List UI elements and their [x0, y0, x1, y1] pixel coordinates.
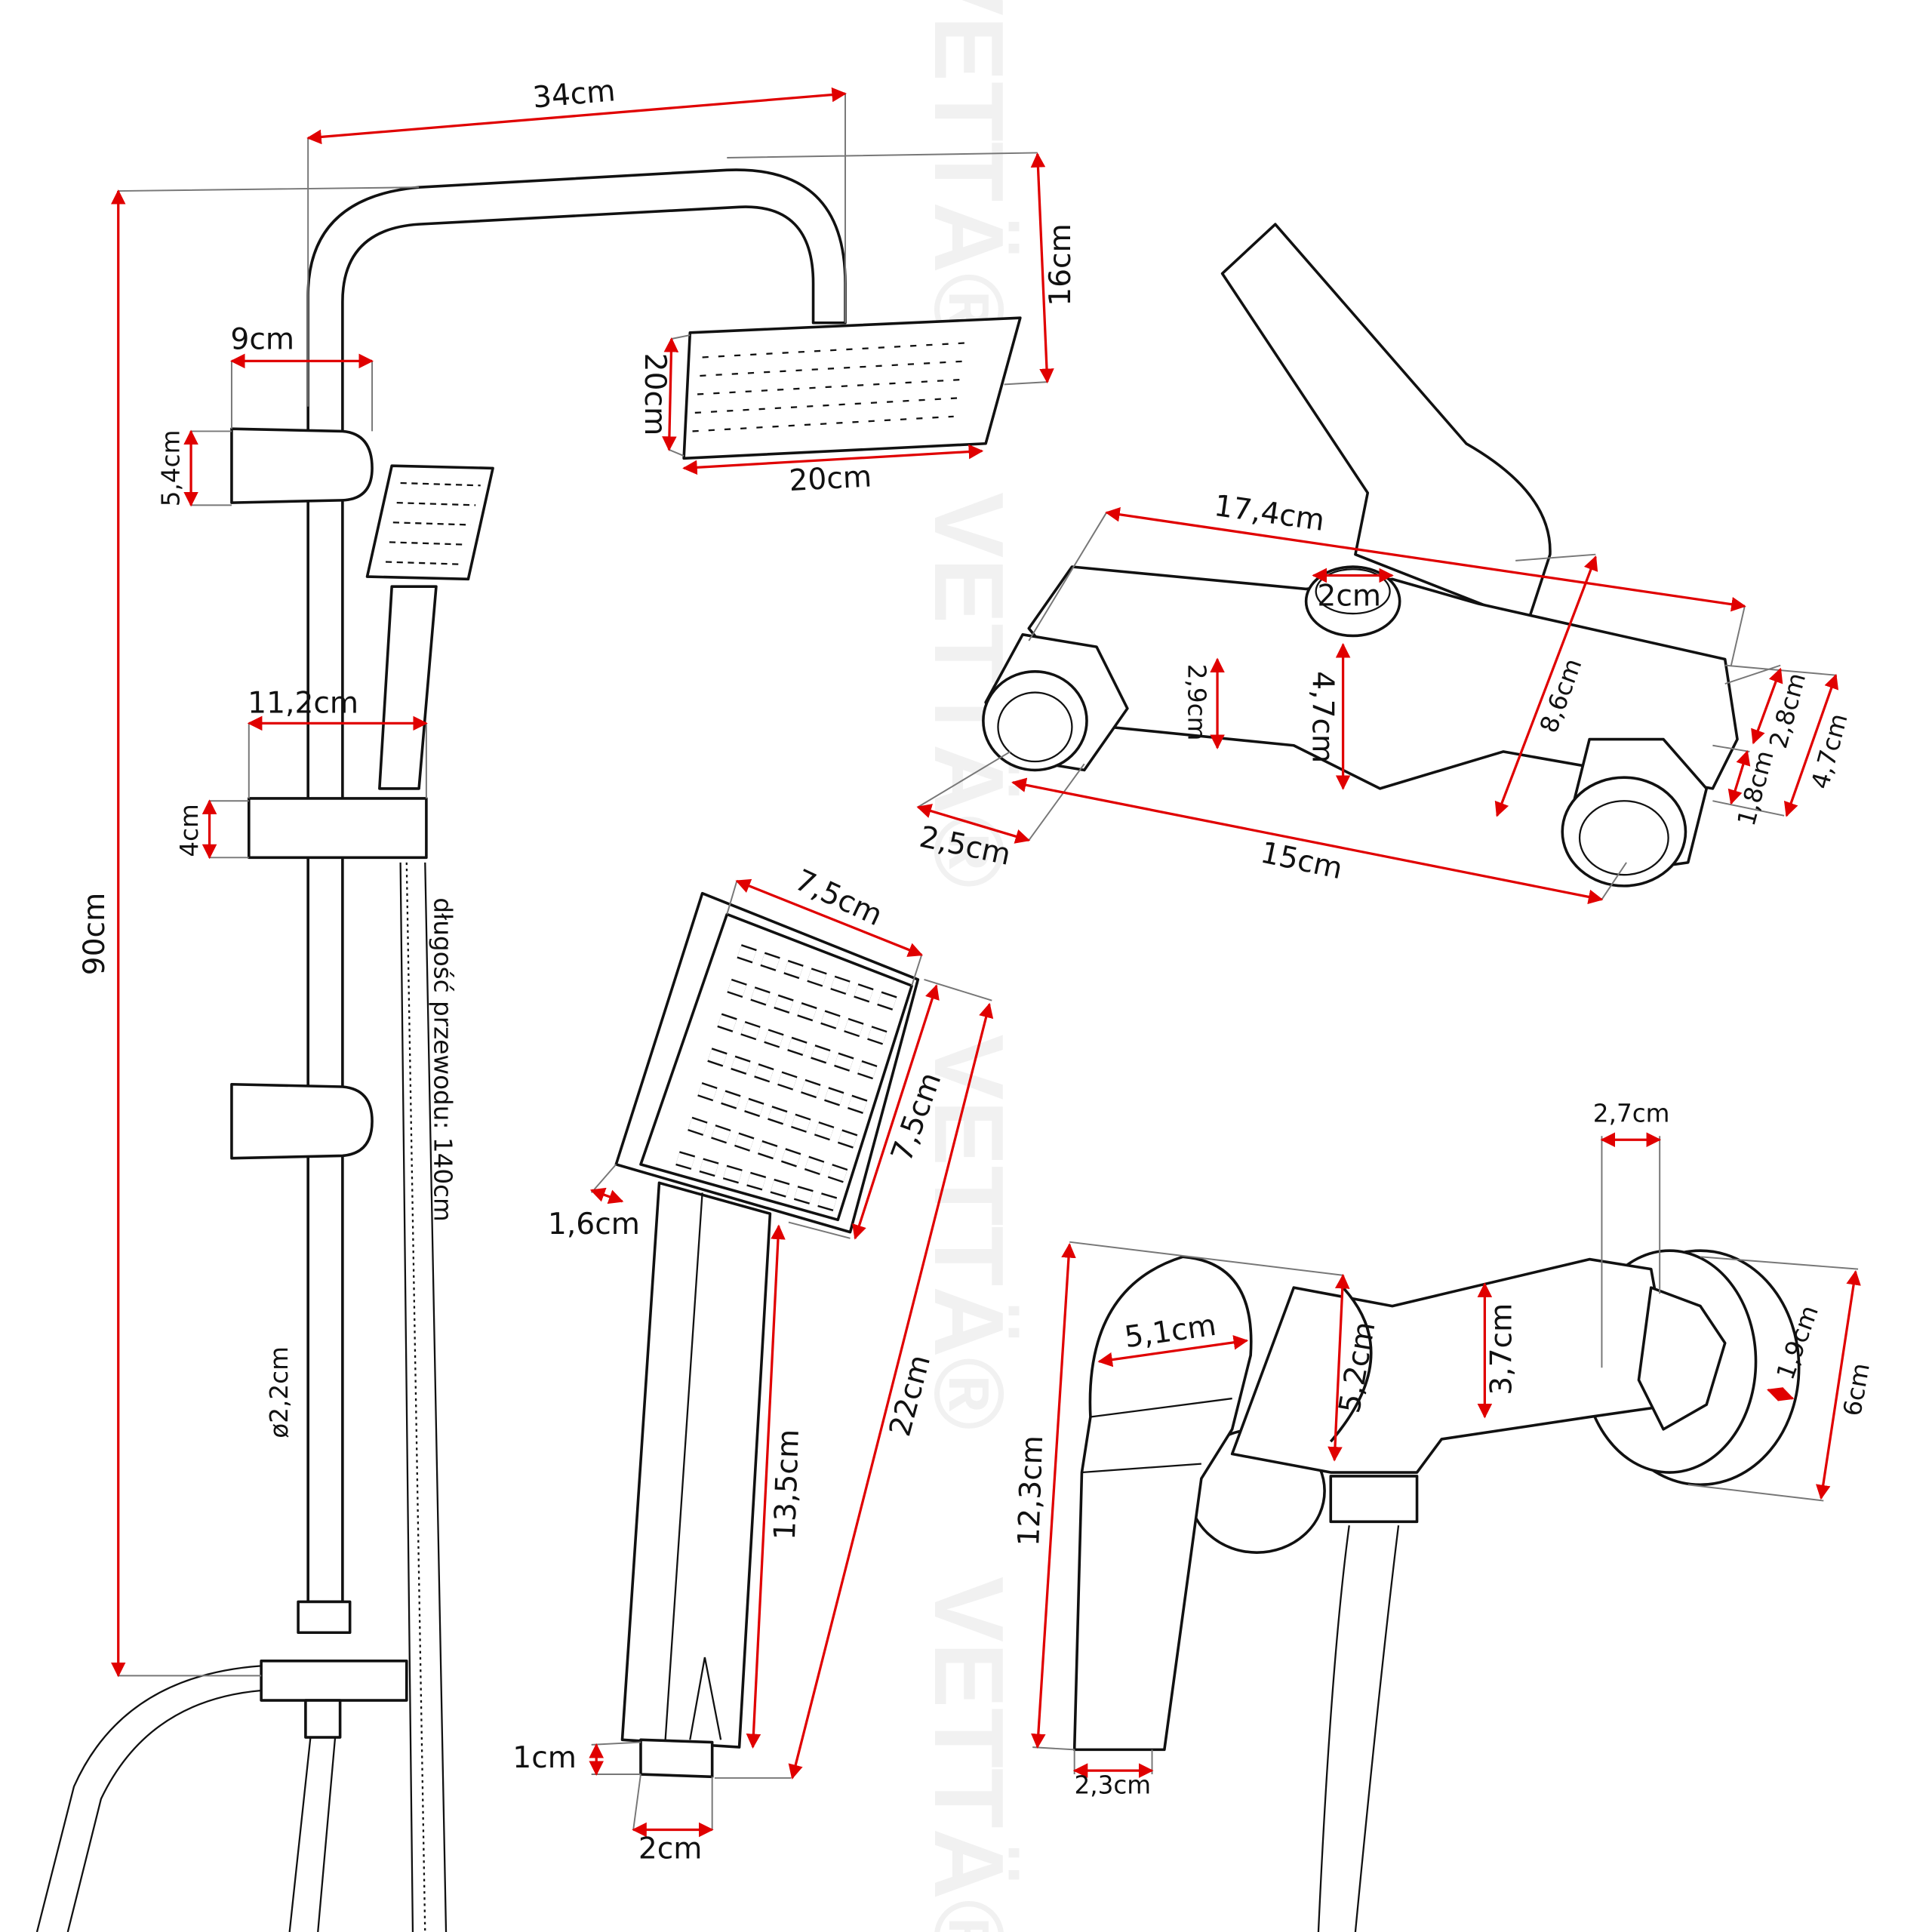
- dim-mixer-side-a: 2,8cm: [1764, 670, 1811, 752]
- dim-lever-length: 12,3cm: [1012, 1435, 1050, 1546]
- dim-flange-offset: 2,7cm: [1593, 1100, 1670, 1128]
- dim-hand-thread-length: 1cm: [512, 1741, 577, 1775]
- mixer-front-drawing: [1072, 1249, 1801, 1932]
- hose-length-label: długość przewodu: 140cm: [428, 897, 457, 1222]
- hand-shower-drawing: [614, 891, 920, 1779]
- dim-mixer-body-height: 2,9cm: [1183, 664, 1211, 741]
- shower-column-drawing: [35, 168, 1022, 1932]
- svg-text:VETTÄ®: VETTÄ®: [914, 1577, 1024, 1932]
- dim-mixer-side-c: 1,8cm: [1732, 747, 1780, 829]
- dim-mixer-outlet-height: 4,7cm: [1306, 671, 1340, 763]
- dim-head-drop: 16cm: [1044, 223, 1078, 306]
- dim-hand-handle-length: 13,5cm: [768, 1429, 806, 1540]
- dim-flange-diameter: 6cm: [1838, 1361, 1875, 1418]
- dim-holder-depth: 9cm: [230, 323, 294, 357]
- dim-hand-thread-diameter: 2cm: [638, 1832, 703, 1866]
- dim-body-height: 3,7cm: [1484, 1303, 1518, 1395]
- mixer-top-drawing: [982, 223, 1739, 888]
- watermark: VETTÄ® VETTÄ® VETTÄ® VETTÄ®: [914, 0, 1024, 1932]
- dim-column-width: 34cm: [531, 74, 617, 115]
- dim-lever-thickness: 2,3cm: [1074, 1770, 1151, 1799]
- dim-slider-depth: 11,2cm: [248, 686, 358, 720]
- svg-text:VETTÄ®: VETTÄ®: [914, 0, 1024, 346]
- dim-mixer-side-b: 4,7cm: [1806, 710, 1854, 792]
- dim-mixer-outlet: 2cm: [1317, 579, 1381, 613]
- dim-pipe-diameter: ø2,2cm: [265, 1346, 294, 1438]
- dim-hand-thickness: 1,6cm: [548, 1208, 640, 1241]
- shower-column-dimensions: 34cm 16cm 90cm 9cm 5,4cm 20cm 20cm 11,2c…: [78, 74, 1078, 1678]
- rain-head-nozzles: [692, 341, 974, 432]
- dim-holder-height: 5,4cm: [157, 430, 186, 507]
- dim-head-width: 20cm: [788, 460, 872, 498]
- dim-head-depth: 20cm: [638, 353, 672, 436]
- dim-mixer-spacing: 15cm: [1257, 836, 1346, 887]
- dim-column-height: 90cm: [78, 893, 112, 976]
- dim-slider-height: 4cm: [175, 804, 204, 857]
